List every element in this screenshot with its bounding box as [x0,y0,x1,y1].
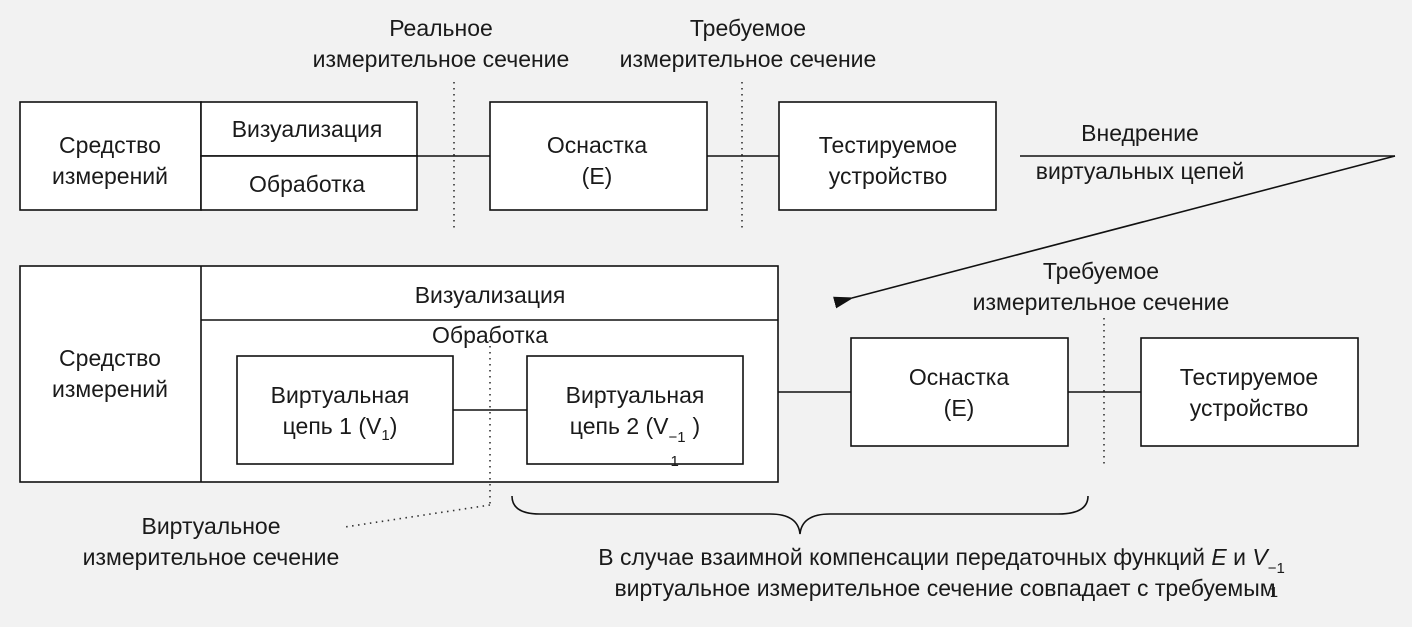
injection-arrow [833,155,1396,309]
injection-label-line1: Внедрение [1081,120,1199,146]
bottom-visualization-label: Визуализация [414,282,566,308]
top-processing-label: Обработка [249,171,365,197]
vchain1-label: Виртуальная цепь 1 (V1) [270,382,410,444]
vchain2-box [526,355,744,465]
virtual-plane-leader [344,504,491,528]
top-visualization-label: Визуализация [231,116,383,142]
top-processing-box [200,155,418,211]
top-fixture-label: Оснастка(E) [546,132,648,189]
top-visualization-box [200,101,418,157]
top-meter-box [19,101,202,211]
bottom-fixture-label: Оснастка(E) [908,364,1010,421]
compensation-note: В случае взаимной компенсации передаточн… [598,544,1285,601]
bottom-processing-label: Обработка [432,322,548,348]
vchain1-box [236,355,454,465]
injection-label-line2: виртуальных цепей [1035,158,1245,184]
compensation-brace [511,495,1089,535]
bottom-dut-box [1140,337,1359,447]
top-dut-box [778,101,997,211]
